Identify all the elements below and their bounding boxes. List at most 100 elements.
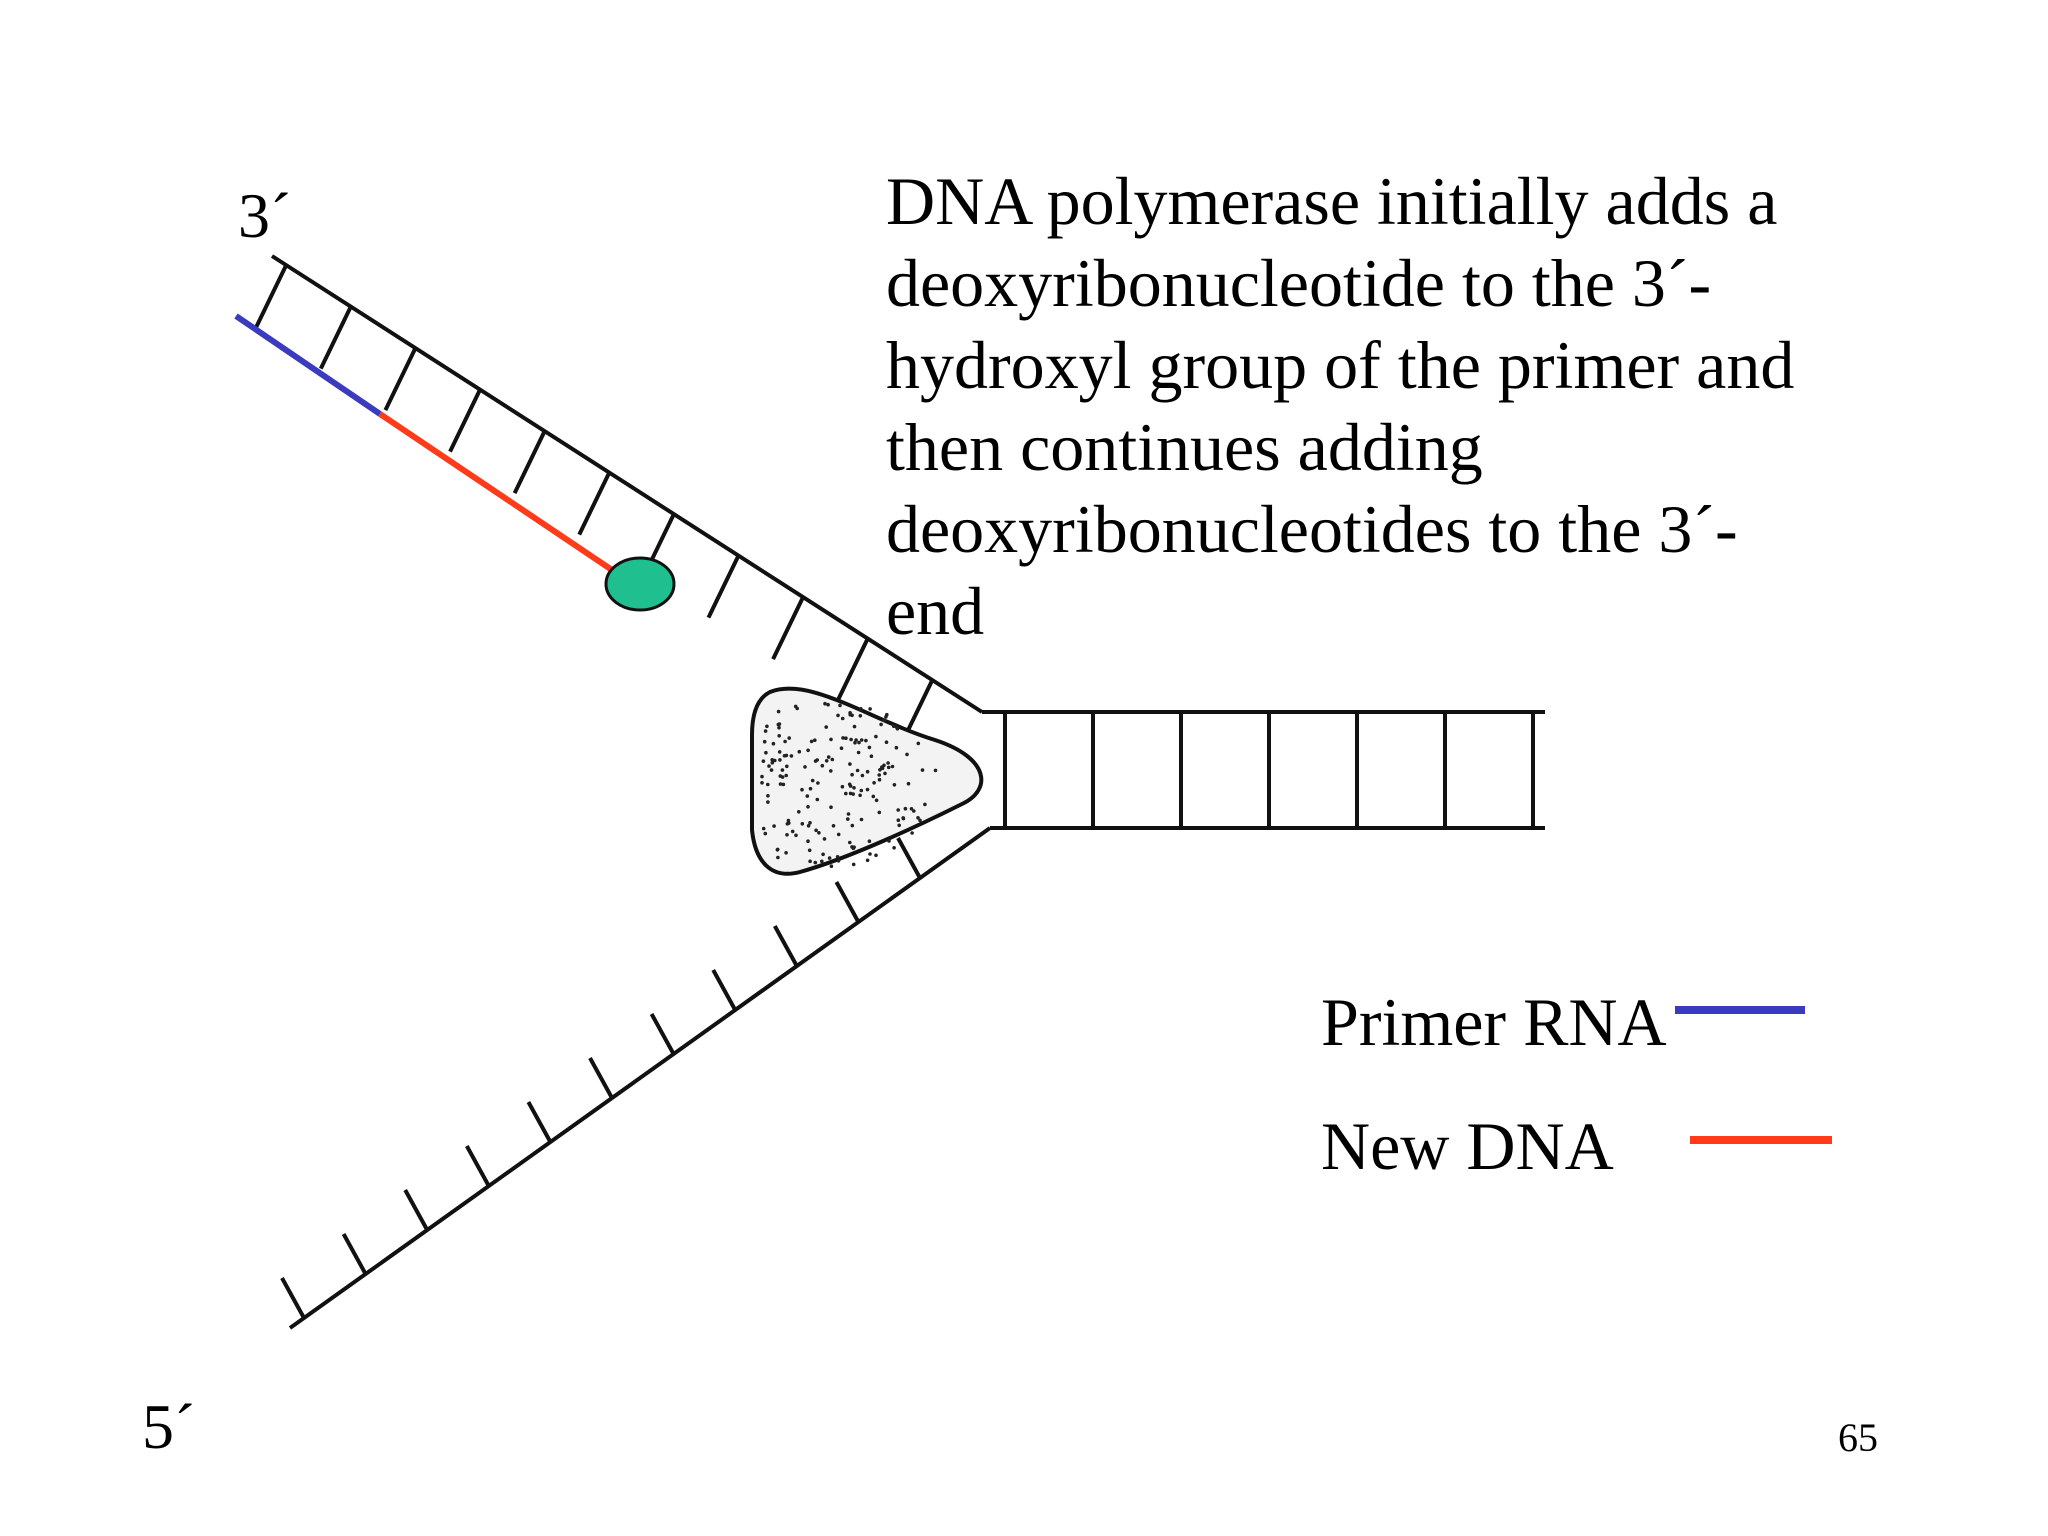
stipple-dot xyxy=(836,859,841,863)
stipple-dot xyxy=(838,703,842,708)
stipple-dot xyxy=(896,808,900,812)
new-dna-segment xyxy=(378,411,614,573)
five-prime-end-label: 5´ xyxy=(142,1391,196,1462)
lower-strand-tick xyxy=(773,925,799,967)
stipple-dot xyxy=(836,713,840,718)
primer-rna-segment xyxy=(234,313,382,417)
stipple-dot xyxy=(882,763,886,768)
stipple-dot xyxy=(886,765,891,770)
stipple-dot xyxy=(776,855,780,860)
stipple-dot xyxy=(808,859,812,864)
stipple-dot xyxy=(840,784,845,789)
incoming-nucleotide xyxy=(604,556,676,612)
stipple-dot xyxy=(859,707,863,711)
stipple-dot xyxy=(847,782,852,787)
stipple-dot xyxy=(827,856,832,860)
stipple-dot xyxy=(877,810,882,815)
stipple-dot xyxy=(897,823,901,828)
stipple-dot xyxy=(884,740,889,744)
upper-strand-tick xyxy=(319,305,353,370)
stipple-dot xyxy=(867,745,872,750)
stipple-dot xyxy=(806,748,810,753)
stipple-dot xyxy=(852,845,856,849)
stipple-dot xyxy=(850,772,854,777)
stipple-dot xyxy=(808,786,813,791)
stipple-dot xyxy=(859,817,864,822)
three-prime-end-label: 3´ xyxy=(238,180,292,251)
stipple-dot xyxy=(822,837,827,841)
stipple-dot xyxy=(857,740,861,745)
stipple-dot xyxy=(820,763,825,768)
upper-strand-tick xyxy=(254,264,289,328)
stipple-dot xyxy=(787,736,791,740)
stipple-dot xyxy=(850,823,855,828)
stipple-dot xyxy=(783,739,787,744)
stipple-dot xyxy=(767,764,771,768)
stipple-dot xyxy=(894,745,899,750)
stipple-dot xyxy=(764,750,768,755)
stipple-dot xyxy=(778,774,783,778)
stipple-dot xyxy=(829,864,834,868)
upper-strand-bases xyxy=(254,264,935,743)
stipple-dot xyxy=(916,816,920,820)
stipple-dot xyxy=(848,791,853,796)
stipple-dot xyxy=(800,787,804,792)
stipple-dot xyxy=(805,794,810,798)
lower-strand-bases xyxy=(280,837,922,1319)
stipple-dot xyxy=(809,739,814,744)
stipple-dot xyxy=(776,709,781,714)
upper-strand-tick xyxy=(771,596,805,660)
polymerase-stipple xyxy=(760,701,938,868)
stipple-dot xyxy=(849,737,853,742)
stipple-dot xyxy=(821,852,825,857)
stipple-dot xyxy=(853,740,857,745)
legend-primer-rna-label: Primer RNA xyxy=(1321,984,1667,1060)
stipple-dot xyxy=(826,702,830,707)
description-line: then continues adding xyxy=(886,409,1483,485)
stipple-dot xyxy=(777,725,781,730)
lower-strand-tick xyxy=(649,1013,676,1055)
stipple-dot xyxy=(933,768,938,773)
stipple-dot xyxy=(782,754,787,758)
stipple-dot xyxy=(785,764,789,769)
stipple-dot xyxy=(820,859,824,864)
slide-number: 65 xyxy=(1838,1415,1878,1460)
stipple-dot xyxy=(803,765,807,769)
stipple-dot xyxy=(846,817,850,821)
stipple-dot xyxy=(830,757,835,762)
stipple-dot xyxy=(817,831,821,835)
stipple-dot xyxy=(871,794,876,799)
stipple-dot xyxy=(761,826,766,831)
stipple-dot xyxy=(806,824,811,828)
stipple-dot xyxy=(794,833,798,838)
stipple-dot xyxy=(770,760,775,765)
stipple-dot xyxy=(826,755,831,759)
stipple-dot xyxy=(772,824,776,828)
stipple-dot xyxy=(868,852,872,856)
stipple-dot xyxy=(860,773,865,778)
stipple-dot xyxy=(896,818,901,822)
stipple-dot xyxy=(923,802,927,807)
stipple-dot xyxy=(829,805,833,809)
stipple-dot xyxy=(903,806,908,811)
stipple-dot xyxy=(877,773,881,777)
legend-new-dna-label: New DNA xyxy=(1321,1108,1614,1184)
upper-template-strand xyxy=(270,254,984,714)
stipple-dot xyxy=(865,858,870,863)
lower-template-strand xyxy=(288,826,992,1330)
stipple-dot xyxy=(916,741,921,746)
description-line: end xyxy=(886,573,985,649)
stipple-dot xyxy=(874,853,878,858)
stipple-dot xyxy=(829,737,833,742)
stipple-dot xyxy=(855,768,860,773)
description-line: DNA polymerase initially adds a xyxy=(886,163,1778,239)
stipple-dot xyxy=(765,724,769,729)
lower-strand-tick xyxy=(465,1145,491,1187)
stipple-dot xyxy=(760,774,764,779)
stipple-dot xyxy=(844,736,848,740)
stipple-dot xyxy=(878,768,882,772)
stipple-dot xyxy=(789,754,794,758)
stipple-dot xyxy=(905,752,909,757)
stipple-dot xyxy=(763,831,768,836)
